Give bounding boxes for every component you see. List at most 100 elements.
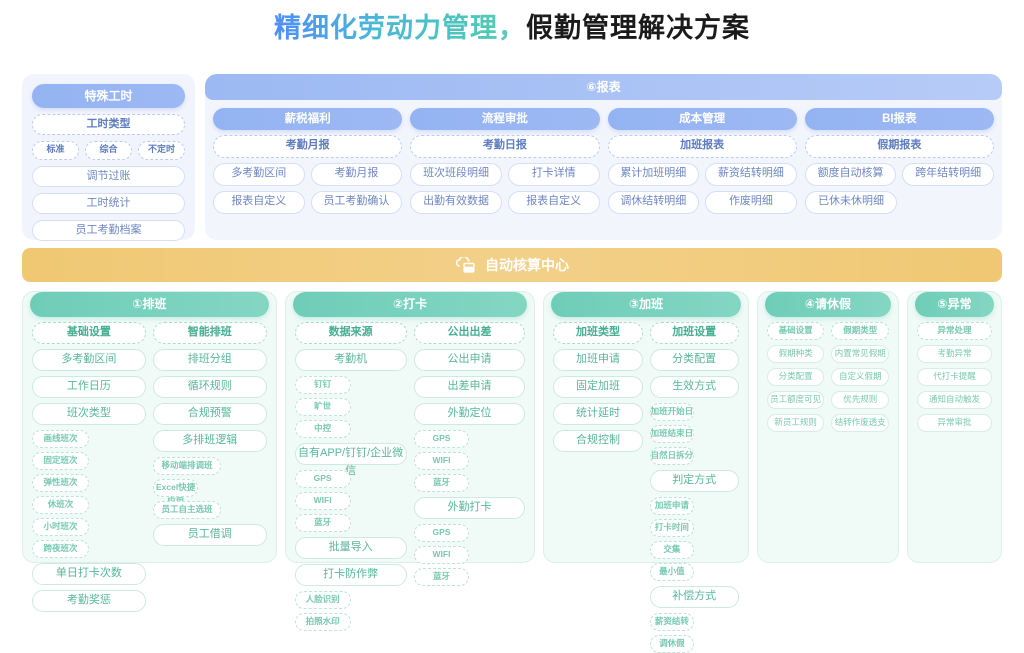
section-tiny-item[interactable]: 移动端排调班 xyxy=(152,457,222,475)
special-hours-item-adjust-posting[interactable]: 调节过账 xyxy=(32,166,185,187)
section-item[interactable]: 批量导入 xyxy=(294,537,407,559)
special-hours-item-employee-archive[interactable]: 员工考勤档案 xyxy=(32,220,185,241)
section-item[interactable]: 加班申请 xyxy=(553,349,643,371)
section-item[interactable]: 循环规则 xyxy=(152,376,267,398)
section-item[interactable]: 固定加班 xyxy=(553,376,643,398)
special-hours-type-flexible[interactable]: 不定时 xyxy=(138,141,185,160)
section-item[interactable]: 补偿方式 xyxy=(649,586,739,608)
section-item[interactable]: 自定义假期 xyxy=(831,368,890,386)
report-item[interactable]: 已休未休明细 xyxy=(804,191,898,214)
section-tiny-item[interactable]: 固定班次 xyxy=(32,452,89,470)
section-tiny-item[interactable]: 小时班次 xyxy=(32,518,89,536)
section-category[interactable]: 基础设置 xyxy=(766,322,825,340)
section-item[interactable]: 出差申请 xyxy=(413,376,526,398)
section-item[interactable]: 公出申请 xyxy=(413,349,526,371)
report-category[interactable]: 假期报表 xyxy=(804,135,994,158)
section-tiny-item[interactable]: 薪资结转 xyxy=(649,613,695,631)
section-tiny-item[interactable]: GPS xyxy=(413,430,470,448)
section-item[interactable]: 外勤打卡 xyxy=(413,497,526,519)
special-hours-item-statistics[interactable]: 工时统计 xyxy=(32,193,185,214)
section-item[interactable]: 结转作废透支 xyxy=(831,414,890,432)
section-category[interactable]: 基础设置 xyxy=(32,322,146,344)
report-item[interactable]: 跨年结转明细 xyxy=(902,163,994,186)
report-item[interactable]: 多考勤区间 xyxy=(213,163,305,186)
section-tiny-item[interactable]: 员工自主选班 xyxy=(152,501,222,519)
section-item[interactable]: 多排班逻辑 xyxy=(152,430,267,452)
section-item[interactable]: 判定方式 xyxy=(649,470,739,492)
section-tiny-item[interactable]: 加班申请 xyxy=(649,497,695,515)
report-item[interactable]: 员工考勤确认 xyxy=(310,191,403,214)
section-item[interactable]: 自有APP/钉钉/企业微信 xyxy=(294,443,407,477)
report-item[interactable]: 作废明细 xyxy=(705,191,797,214)
section-item[interactable]: 统计延时 xyxy=(553,403,643,425)
special-hours-type-standard[interactable]: 标准 xyxy=(32,141,79,160)
section-item[interactable]: 合规预警 xyxy=(152,403,267,425)
section-item[interactable]: 考勤奖惩 xyxy=(32,590,146,612)
section-tiny-item[interactable]: 蓝牙 xyxy=(294,514,351,532)
report-category[interactable]: 考勤月报 xyxy=(213,135,403,158)
report-item[interactable]: 考勤月报 xyxy=(310,163,403,186)
section-tiny-item[interactable]: 自然日拆分 xyxy=(649,447,695,465)
section-item[interactable]: 合规控制 xyxy=(553,430,643,452)
section-tiny-item[interactable]: 人脸识别 xyxy=(294,591,351,609)
report-item[interactable]: 报表自定义 xyxy=(213,191,305,214)
section-tiny-item[interactable]: 蓝牙 xyxy=(413,568,470,586)
section-tiny-item[interactable]: 拍照水印 xyxy=(294,613,351,631)
section-tiny-item[interactable]: GPS xyxy=(294,470,351,488)
report-item[interactable]: 调休结转明细 xyxy=(607,191,700,214)
section-item[interactable]: 生效方式 xyxy=(649,376,739,398)
section-item[interactable]: 员工额度可见 xyxy=(766,391,825,409)
section-item[interactable]: 分类配置 xyxy=(766,368,825,386)
report-item[interactable]: 班次班段明细 xyxy=(410,163,502,186)
section-tiny-item[interactable]: WIFI xyxy=(294,492,351,510)
section-item[interactable]: 分类配置 xyxy=(649,349,739,371)
section-tiny-item[interactable]: 画线班次 xyxy=(32,430,89,448)
section-item[interactable]: 班次类型 xyxy=(32,403,146,425)
section-category[interactable]: 智能排班 xyxy=(152,322,267,344)
section-tiny-item[interactable]: 最小值 xyxy=(649,563,695,581)
section-item[interactable]: 内置常见假期 xyxy=(831,345,890,363)
section-tiny-item[interactable]: 打卡时间 xyxy=(649,519,695,537)
section-item[interactable]: 考勤异常 xyxy=(917,345,992,363)
section-item[interactable]: 工作日历 xyxy=(32,376,146,398)
special-hours-type-comprehensive[interactable]: 综合 xyxy=(85,141,132,160)
special-hours-category-work-type[interactable]: 工时类型 xyxy=(32,114,185,135)
section-item[interactable]: 代打卡提醒 xyxy=(917,368,992,386)
report-category[interactable]: 加班报表 xyxy=(607,135,797,158)
section-item[interactable]: 假期种类 xyxy=(766,345,825,363)
section-category[interactable]: 加班设置 xyxy=(649,322,739,344)
section-tiny-item[interactable]: 跨夜班次 xyxy=(32,540,89,558)
section-item[interactable]: 单日打卡次数 xyxy=(32,563,146,585)
section-item[interactable]: 员工借调 xyxy=(152,524,267,546)
section-item[interactable]: 外勤定位 xyxy=(413,403,526,425)
section-item[interactable]: 通知自动触发 xyxy=(917,391,992,409)
section-item[interactable]: 考勤机 xyxy=(294,349,407,371)
section-tiny-item[interactable]: 中控 xyxy=(294,420,351,438)
section-tiny-item[interactable]: 休班次 xyxy=(32,496,89,514)
section-item[interactable]: 新员工规则 xyxy=(766,414,825,432)
section-item[interactable]: 排班分组 xyxy=(152,349,267,371)
report-item[interactable]: 薪资结转明细 xyxy=(705,163,797,186)
report-item[interactable]: 额度自动核算 xyxy=(804,163,897,186)
section-item[interactable]: 打卡防作弊 xyxy=(294,564,407,586)
section-tiny-item[interactable]: 旷世 xyxy=(294,398,351,416)
section-tiny-item[interactable]: 调休假 xyxy=(649,635,695,653)
section-tiny-item[interactable]: 蓝牙 xyxy=(413,474,470,492)
section-category[interactable]: 假期类型 xyxy=(831,322,890,340)
section-tiny-item[interactable]: 交集 xyxy=(649,541,695,559)
section-item[interactable]: 异常审批 xyxy=(917,414,992,432)
section-tiny-item[interactable]: GPS xyxy=(413,524,470,542)
report-item[interactable]: 累计加班明细 xyxy=(607,163,700,186)
section-tiny-item[interactable]: 弹性班次 xyxy=(32,474,89,492)
report-item[interactable]: 打卡详情 xyxy=(507,163,600,186)
section-category[interactable]: 数据来源 xyxy=(294,322,407,344)
section-item[interactable]: 优先规则 xyxy=(831,391,890,409)
section-category[interactable]: 公出出差 xyxy=(413,322,526,344)
section-tiny-item[interactable]: WIFI xyxy=(413,452,470,470)
section-tiny-item[interactable]: WIFI xyxy=(413,546,470,564)
section-tiny-item[interactable]: Excel快捷应用 xyxy=(152,479,199,506)
section-item[interactable]: 多考勤区间 xyxy=(32,349,146,371)
section-tiny-item[interactable]: 钉钉 xyxy=(294,376,351,394)
report-item[interactable]: 出勤有效数据 xyxy=(410,191,502,214)
section-category[interactable]: 加班类型 xyxy=(553,322,643,344)
